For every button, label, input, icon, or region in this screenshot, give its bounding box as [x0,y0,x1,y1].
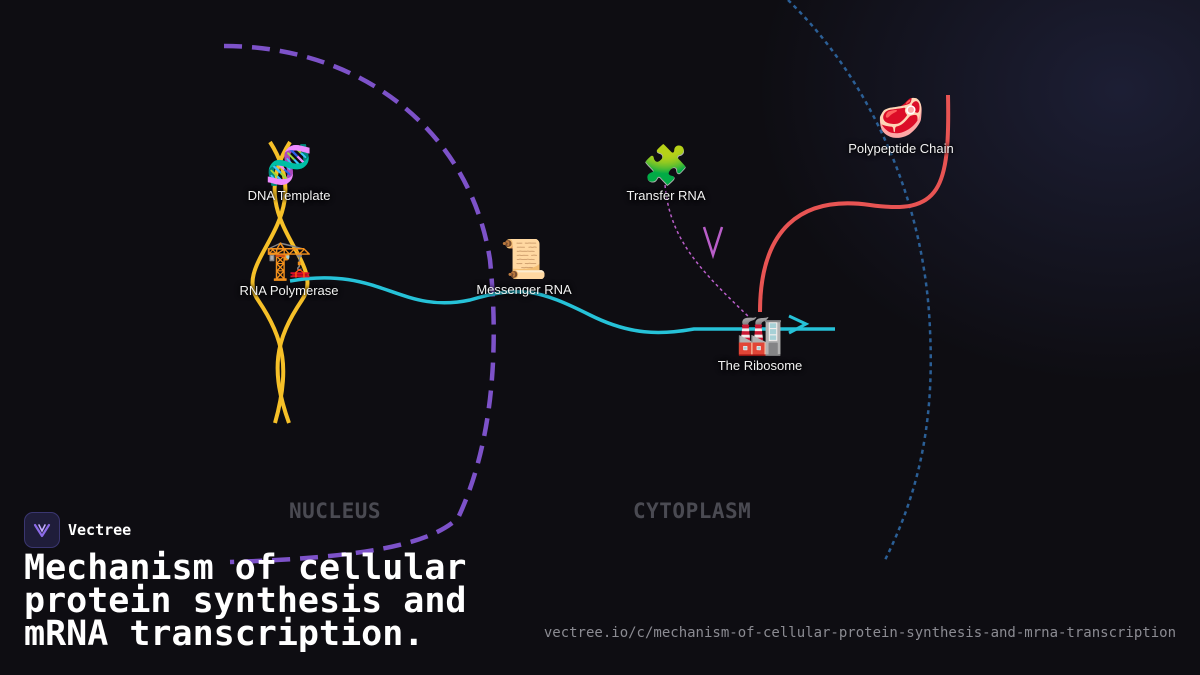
node-ribosome: 🏭 The Ribosome [718,316,803,373]
node-label: The Ribosome [717,358,803,373]
page-title: Mechanism of cellular protein synthesis … [24,548,467,654]
meat-icon: 🥩 [877,98,925,140]
node-label: Polypeptide Chain [848,141,954,156]
mrna-arrowhead [788,314,810,335]
trna-arrowhead [702,226,724,260]
dna-strand-b [272,140,310,424]
node-polypeptide-chain: 🥩 Polypeptide Chain [848,99,954,156]
scroll-icon: 📜 [500,239,548,281]
brand: Vectree [24,512,131,548]
polypeptide-path [758,94,951,313]
node-label: DNA Template [247,188,331,203]
nucleus-boundary [223,43,496,565]
factory-icon: 🏭 [736,315,784,357]
vectree-logo-icon [24,512,60,548]
mrna-path [289,276,835,335]
node-transfer-rna: 🧩 Transfer RNA [627,146,706,203]
source-url: vectree.io/c/mechanism-of-cellular-prote… [543,625,1176,641]
puzzle-piece-icon: 🧩 [642,145,690,187]
node-label: Messenger RNA [476,282,572,297]
cell-membrane [787,0,932,561]
dna-icon: 🧬 [265,145,313,187]
node-messenger-rna: 📜 Messenger RNA [476,240,571,297]
trna-path [664,184,751,319]
dna-strand-a [250,140,288,424]
node-rna-polymerase: 🏗️ RNA Polymerase [240,241,339,298]
brand-name: Vectree [68,521,132,539]
construction-crane-icon: 🏗️ [265,240,313,282]
node-dna-template: 🧬 DNA Template [248,146,331,203]
node-label: Transfer RNA [626,188,706,203]
node-label: RNA Polymerase [239,283,339,298]
region-label-nucleus: NUCLEUS [289,499,382,523]
region-label-cytoplasm: CYTOPLASM [633,499,752,523]
